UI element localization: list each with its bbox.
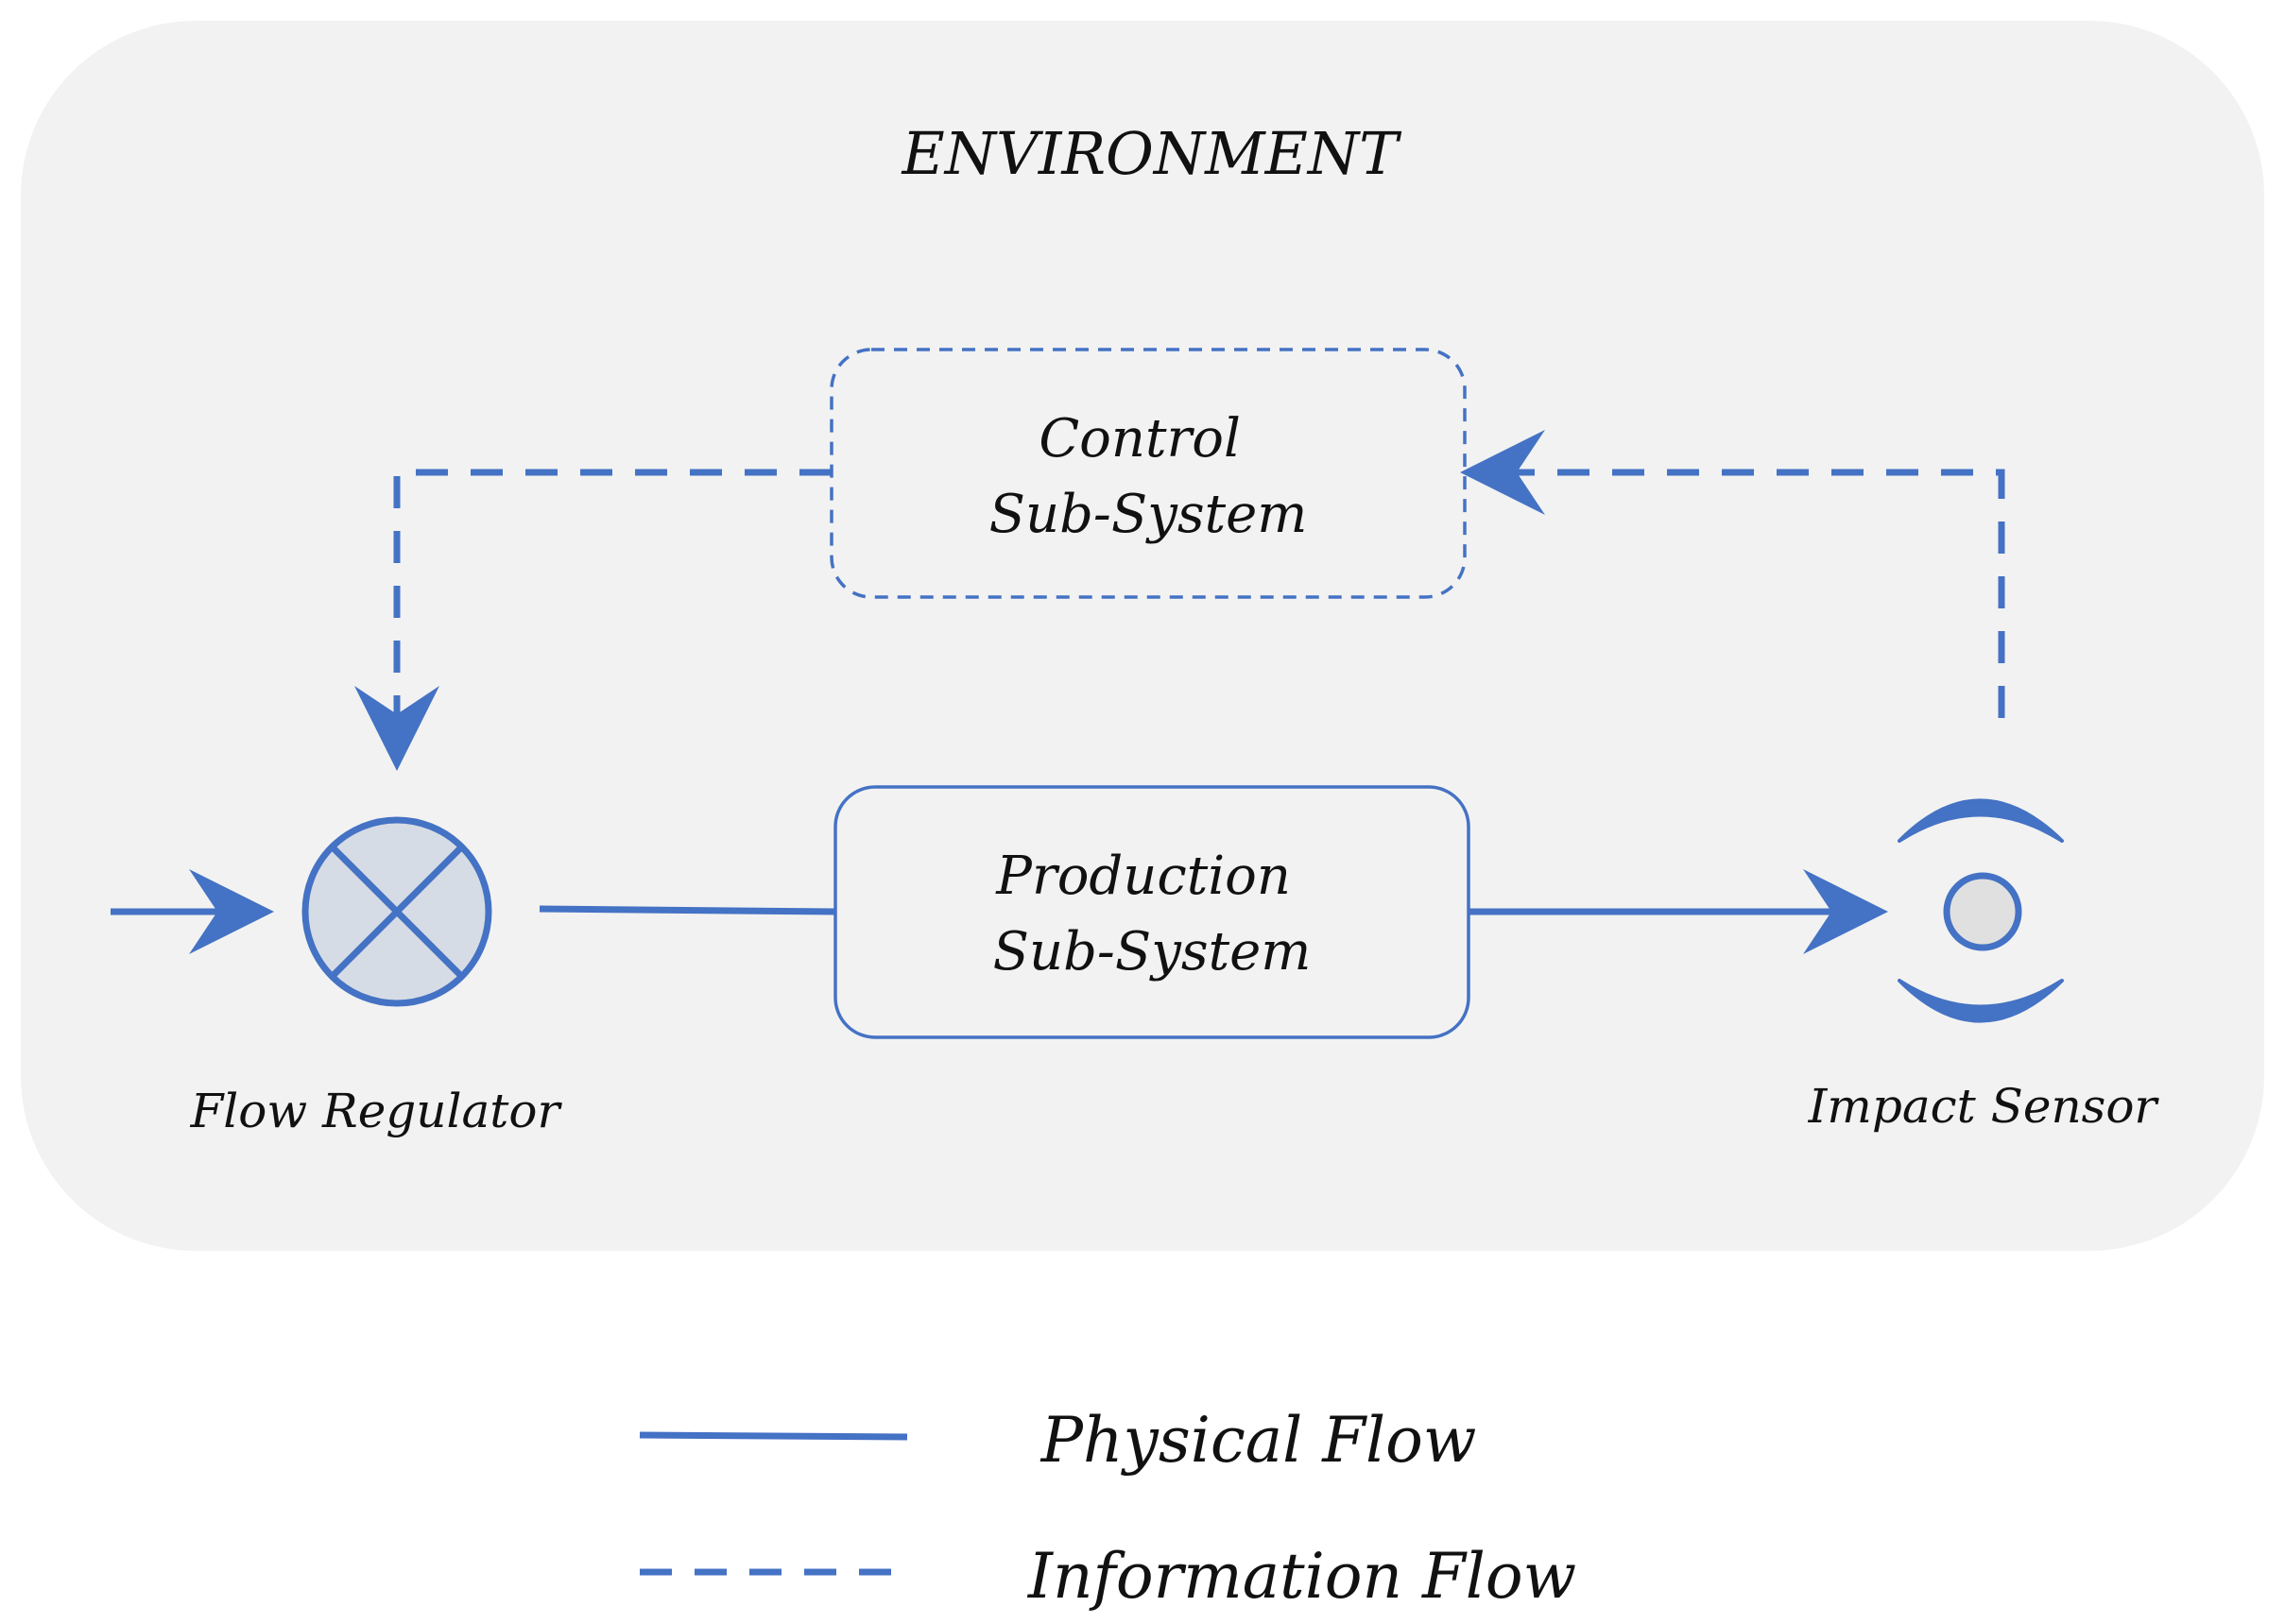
control-subsystem-label: Control Sub-System [989, 408, 1308, 545]
legend-physical-flow-swatch [639, 1431, 908, 1441]
physical-flow-regulator-to-production [539, 905, 836, 915]
production-subsystem-line1: Production [995, 846, 1291, 907]
legend: Physical Flow Information Flow [639, 1404, 1576, 1613]
flow-regulator-icon [301, 816, 492, 1007]
legend-information-flow-label: Information Flow [1027, 1540, 1576, 1613]
production-subsystem-label: Production Sub-System [993, 846, 1312, 983]
flow-regulator-label: Flow Regulator [190, 1084, 563, 1138]
control-subsystem-line1: Control [1039, 408, 1241, 470]
impact-sensor-icon [1898, 798, 2064, 1023]
environment-boundary [21, 21, 2264, 1251]
impact-sensor-label: Impact Sensor [1808, 1079, 2160, 1134]
information-flow-control-to-regulator [354, 469, 832, 771]
environment-title: ENVIRONMENT [902, 119, 1403, 188]
production-subsystem-line2: Sub-System [993, 921, 1312, 983]
legend-physical-flow-label: Physical Flow [1040, 1404, 1477, 1477]
control-subsystem-line2: Sub-System [989, 484, 1308, 545]
information-flow-sensor-to-control [1460, 430, 2005, 718]
